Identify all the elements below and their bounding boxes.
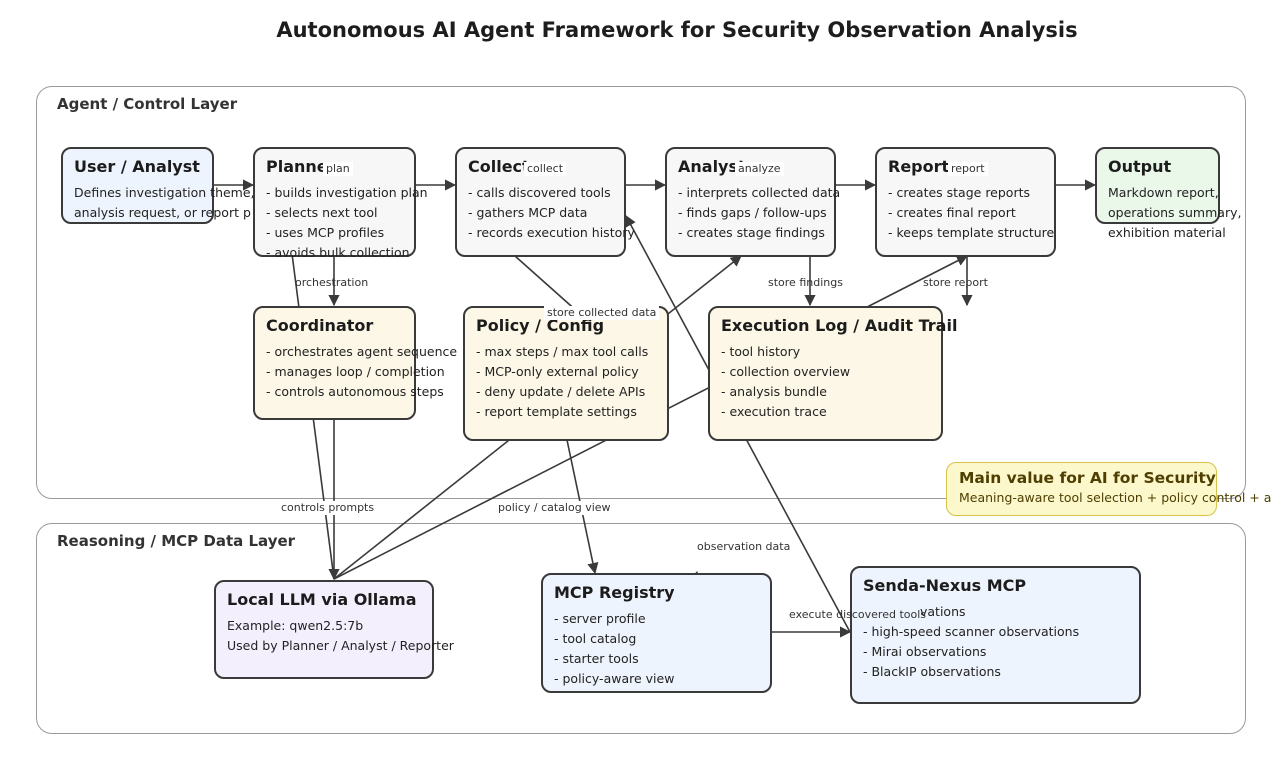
node-line: Used by Planner / Analyst / Reporter bbox=[227, 638, 454, 653]
node-line: - builds investigation plan bbox=[266, 185, 428, 200]
node-line: - gathers MCP data bbox=[468, 205, 588, 220]
node-line: - keeps template structure bbox=[888, 225, 1055, 240]
node-local-llm-title: Local LLM via Ollama bbox=[227, 590, 417, 609]
node-line: - interprets collected data bbox=[678, 185, 841, 200]
node-coordinator[interactable]: Coordinator - orchestrates agent sequenc… bbox=[253, 306, 458, 420]
edge-label-store-findings: store findings bbox=[768, 276, 843, 289]
node-line: Markdown report, bbox=[1108, 185, 1219, 200]
node-line: - finds gaps / follow-ups bbox=[678, 205, 827, 220]
node-senda-nexus[interactable]: Senda-Nexus MCP vations - high-speed sca… bbox=[850, 566, 1141, 704]
node-planner-title: Planner bbox=[266, 157, 336, 176]
node-line: Defines investigation theme, bbox=[74, 185, 255, 200]
node-line: Example: qwen2.5:7b bbox=[227, 618, 364, 633]
edge-label-analyze: analyze bbox=[735, 162, 784, 176]
node-line: - MCP-only external policy bbox=[476, 364, 639, 379]
node-line: - creates stage reports bbox=[888, 185, 1031, 200]
main-value-title: Main value for AI for Security bbox=[959, 469, 1216, 487]
node-line: operations summary, bbox=[1108, 205, 1242, 220]
node-line: - execution trace bbox=[721, 404, 827, 419]
reasoning-layer-label: Reasoning / MCP Data Layer bbox=[57, 532, 296, 550]
control-layer-label: Agent / Control Layer bbox=[57, 95, 238, 113]
edge-label-observation-data: observation data bbox=[694, 540, 794, 554]
node-line: - starter tools bbox=[554, 651, 639, 666]
node-mcp-registry[interactable]: MCP Registry - server profile - tool cat… bbox=[541, 573, 772, 693]
node-reporter[interactable]: Reporter - creates stage reports - creat… bbox=[875, 147, 1056, 257]
node-line: - orchestrates agent sequence bbox=[266, 344, 458, 359]
node-line: vations bbox=[920, 604, 966, 619]
node-line: - max steps / max tool calls bbox=[476, 344, 649, 359]
node-policy-config-title: Policy / Config bbox=[476, 316, 605, 335]
node-line: - report template settings bbox=[476, 404, 637, 419]
node-line: - deny update / delete APIs bbox=[476, 384, 646, 399]
node-line: - tool history bbox=[721, 344, 801, 359]
node-mcp-registry-title: MCP Registry bbox=[554, 583, 675, 602]
node-line: - manages loop / completion bbox=[266, 364, 445, 379]
node-line: - high-speed scanner observations bbox=[863, 624, 1080, 639]
node-line: analysis request, or report p bbox=[74, 205, 251, 220]
node-output-title: Output bbox=[1108, 157, 1172, 176]
node-line: - calls discovered tools bbox=[468, 185, 611, 200]
node-line: exhibition material bbox=[1108, 225, 1226, 240]
edge-label-orchestration: orchestration bbox=[295, 276, 369, 289]
node-line: - avoids bulk collection bbox=[266, 245, 410, 260]
edge-label-policy-catalog: policy / catalog view bbox=[495, 501, 614, 515]
node-coordinator-title: Coordinator bbox=[266, 316, 374, 335]
node-line: - server profile bbox=[554, 611, 646, 626]
node-line: - creates final report bbox=[888, 205, 1016, 220]
node-local-llm[interactable]: Local LLM via Ollama Example: qwen2.5:7b… bbox=[214, 580, 454, 679]
edge-label-collect: collect bbox=[524, 162, 567, 176]
node-execution-log[interactable]: Execution Log / Audit Trail - tool histo… bbox=[708, 306, 958, 441]
node-analyst-title: Analyst bbox=[678, 157, 746, 176]
node-reporter-title: Reporter bbox=[888, 157, 968, 176]
edge-label-store-collected: store collected data bbox=[544, 306, 660, 320]
node-line: - uses MCP profiles bbox=[266, 225, 385, 240]
node-line: - creates stage findings bbox=[678, 225, 825, 240]
node-line: - BlackIP observations bbox=[863, 664, 1001, 679]
main-value-callout: Main value for AI for Security Meaning-a… bbox=[946, 462, 1272, 516]
edge-label-plan: plan bbox=[323, 162, 353, 176]
diagram-title: Autonomous AI Agent Framework for Securi… bbox=[276, 18, 1078, 42]
edge-label-controls-prompts: controls prompts bbox=[278, 501, 378, 515]
node-line: - collection overview bbox=[721, 364, 851, 379]
node-line: - policy-aware view bbox=[554, 671, 675, 686]
node-output[interactable]: Output Markdown report, operations summa… bbox=[1095, 147, 1242, 240]
node-policy-config[interactable]: Policy / Config - max steps / max tool c… bbox=[463, 306, 669, 441]
node-line: - tool catalog bbox=[554, 631, 637, 646]
node-line: - analysis bundle bbox=[721, 384, 827, 399]
edge-label-report: report bbox=[948, 162, 988, 176]
node-line: - controls autonomous steps bbox=[266, 384, 444, 399]
node-senda-nexus-title: Senda-Nexus MCP bbox=[863, 576, 1027, 595]
node-line: - selects next tool bbox=[266, 205, 378, 220]
node-line: - records execution history bbox=[468, 225, 635, 240]
main-value-text: Meaning-aware tool selection + policy co… bbox=[959, 490, 1272, 505]
node-execution-log-title: Execution Log / Audit Trail bbox=[721, 316, 958, 335]
node-user-analyst[interactable]: User / Analyst Defines investigation the… bbox=[61, 147, 255, 224]
node-line: - Mirai observations bbox=[863, 644, 987, 659]
node-user-analyst-title: User / Analyst bbox=[74, 157, 200, 176]
edge-label-store-report: store report bbox=[923, 276, 988, 289]
edge-label-execute-tools: execute discovered tools bbox=[789, 608, 927, 621]
